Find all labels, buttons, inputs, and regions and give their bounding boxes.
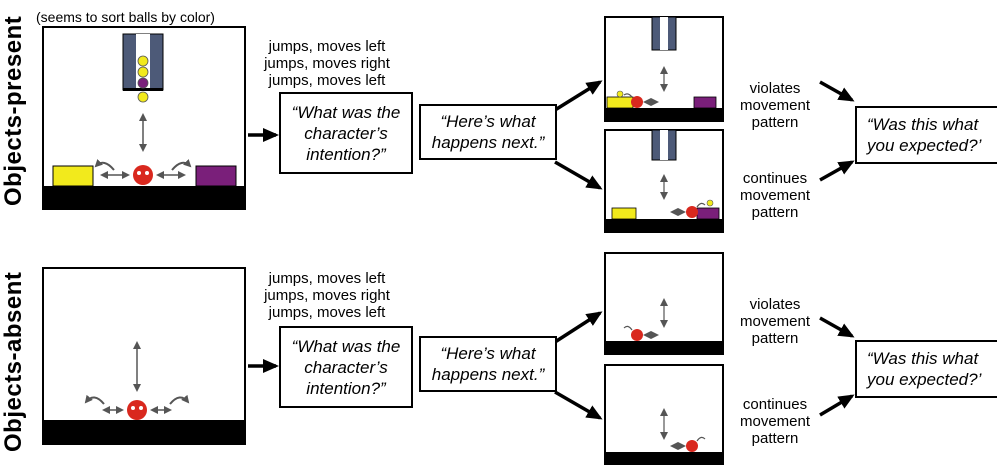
outcome-line: violates [749,80,801,97]
flow-arrows [248,80,855,420]
panel-present-violates [604,16,724,122]
panel-absent-violates [604,252,724,355]
ball-yellow [706,199,714,207]
ball-yellow [137,66,149,78]
sequence-line-1: jumps, moves left [268,270,386,287]
intention-line-1: “What was the [291,336,401,356]
outcome-line: violates [749,296,801,313]
outcome-line: movement [739,413,811,430]
outcome-line: continues [742,170,808,187]
happens-next-line-2: happens next.” [431,133,545,152]
expected-line-1: “Was this what [867,115,979,134]
intention-line-3: intention?” [306,378,386,398]
intention-question-box-present: “What was the character’s intention?” [279,92,413,174]
expected-question-box-absent: “Was this what you expected?’ [855,340,997,398]
sequence-line-3: jumps, moves left [268,72,386,89]
purple-box [195,165,237,187]
label-objects-absent: Objects-absent [0,271,27,452]
character [133,165,153,185]
outcome-line: movement [739,187,811,204]
outcome-violates-present: violates movement pattern [730,80,820,131]
intention-line-1: “What was the [291,102,401,122]
panel-absent-continues [604,364,724,465]
outcome-line: pattern [751,204,799,221]
character [631,96,643,108]
yellow-box [52,165,94,187]
sequence-present: jumps, moves left jumps, moves right jum… [252,38,402,89]
expected-line-1: “Was this what [867,349,979,368]
outcome-line: pattern [751,330,799,347]
intention-line-2: character’s [304,357,388,377]
purple-box [693,96,717,109]
outcome-line: pattern [751,430,799,447]
purple-box [696,207,720,220]
character [631,329,643,341]
outcome-line: continues [742,396,808,413]
expected-line-2: you expected?’ [867,370,982,389]
intention-line-3: intention?” [306,144,386,164]
intention-question-box-absent: “What was the character’s intention?” [279,326,413,408]
yellow-box [606,96,634,109]
expected-question-box-present: “Was this what you expected?’ [855,106,997,164]
panel-present-main [42,26,246,210]
outcome-line: movement [739,313,811,330]
panel-absent-main [42,267,246,445]
panel-present-continues [604,129,724,233]
sequence-line-3: jumps, moves left [268,304,386,321]
sequence-line-2: jumps, moves right [264,55,390,72]
outcome-violates-absent: violates movement pattern [730,296,820,347]
intention-line-2: character’s [304,123,388,143]
ball-yellow [137,91,149,103]
sequence-line-1: jumps, moves left [268,38,386,55]
happens-next-line-2: happens next.” [431,365,545,384]
character [686,440,698,452]
yellow-box [611,207,637,220]
outcome-line: pattern [751,114,799,131]
character [127,400,147,420]
label-objects-present: Objects-present [0,15,27,206]
outcome-line: movement [739,97,811,114]
sequence-line-2: jumps, moves right [264,287,390,304]
happens-next-box-absent: “Here’s what happens next.” [419,336,557,392]
outcome-continues-present: continues movement pattern [730,170,820,221]
happens-next-line-1: “Here’s what [440,112,536,131]
ball-purple [137,77,149,89]
character [686,206,698,218]
ball-yellow [137,55,149,67]
happens-next-line-1: “Here’s what [440,344,536,363]
ball-yellow [616,90,624,98]
happens-next-box-present: “Here’s what happens next.” [419,104,557,160]
outcome-continues-absent: continues movement pattern [730,396,820,447]
expected-line-2: you expected?’ [867,136,982,155]
sequence-absent: jumps, moves left jumps, moves right jum… [252,270,402,321]
top-note: (seems to sort balls by color) [36,9,215,25]
